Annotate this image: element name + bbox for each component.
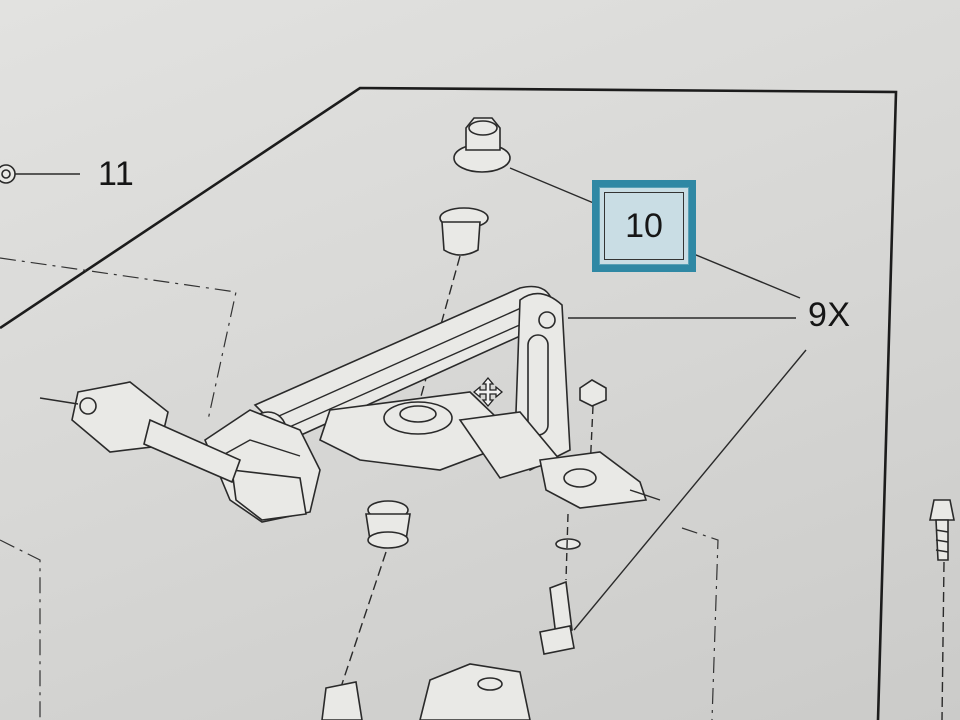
lower-bolt xyxy=(539,349,807,655)
callout-label-9x: 9X xyxy=(808,296,851,334)
move-cursor-icon xyxy=(472,376,504,408)
leader-10-to-9x xyxy=(683,249,801,299)
callout-label-11: 11 xyxy=(98,155,135,193)
bottom-partial-parts xyxy=(321,663,531,720)
mount-plate xyxy=(319,391,562,479)
reference-line-left xyxy=(0,257,237,421)
part-11-washer xyxy=(0,164,80,184)
callout-label-10: 10 xyxy=(599,187,689,265)
left-link-eye xyxy=(39,381,242,484)
slotted-bracket xyxy=(514,292,796,472)
reference-line-lower-left xyxy=(0,539,41,720)
upper-bushing xyxy=(439,207,489,256)
highlighted-callout-box[interactable]: 10 xyxy=(592,180,696,272)
part-10-flange-nut xyxy=(453,117,597,205)
diagram-frame xyxy=(0,86,898,720)
reference-line-right xyxy=(681,527,719,720)
right-small-nut xyxy=(539,379,661,509)
right-vertical-bolt xyxy=(929,499,955,720)
lower-bushing xyxy=(339,500,411,691)
